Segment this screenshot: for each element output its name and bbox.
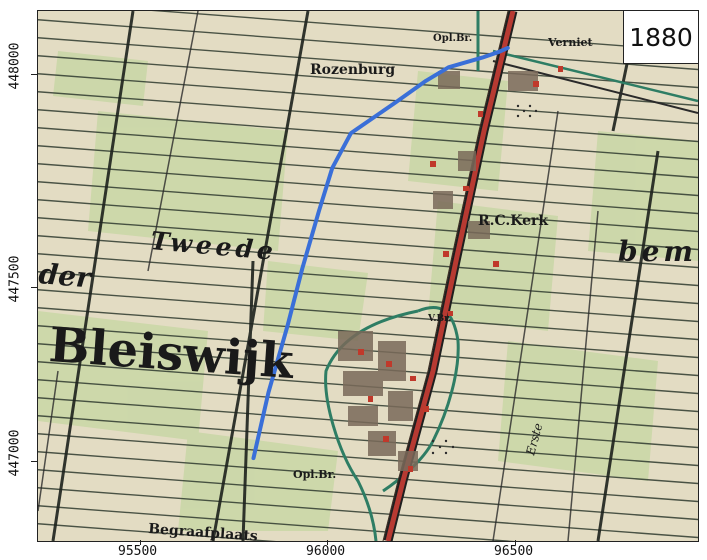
x-tick-label: 96500 [494,544,534,559]
label-rc-kerk: R.C.Kerk [478,213,548,229]
label-rozenburg: Rozenburg [310,62,395,78]
x-tick-mark [515,540,516,545]
y-tick-mark [31,74,37,75]
y-tick-mark [31,287,37,288]
label-der: der [38,257,94,295]
label-verniet: Verniet [547,36,593,49]
historical-map: Rozenburg Opl.Br. Verniet Tweede der Ble… [38,11,698,541]
main-ditches [51,11,660,541]
y-tick-label: 448000 [7,42,23,90]
label-opl-br-top: Opl.Br. [433,33,472,44]
label-opl-br-bottom: Opl.Br. [293,468,336,481]
x-tick-mark [327,540,328,545]
x-tick-mark [140,540,141,545]
orchards [431,104,538,455]
y-tick-label: 447500 [7,255,23,303]
year-badge: 1880 [623,11,698,64]
parcel-ditches [38,11,698,541]
main-road [382,11,518,541]
label-bem: bem [618,235,697,268]
label-begraafplaats: Begraafplaats [148,521,259,541]
y-tick-label: 447000 [7,429,23,477]
map-frame: Rozenburg Opl.Br. Verniet Tweede der Ble… [37,10,699,542]
y-tick-mark [31,461,37,462]
red-buildings [358,66,563,472]
label-v-br: V.Br. [427,314,451,324]
x-tick-label: 95500 [118,544,158,559]
x-tick-label: 96000 [306,544,346,559]
route-line [251,45,510,461]
